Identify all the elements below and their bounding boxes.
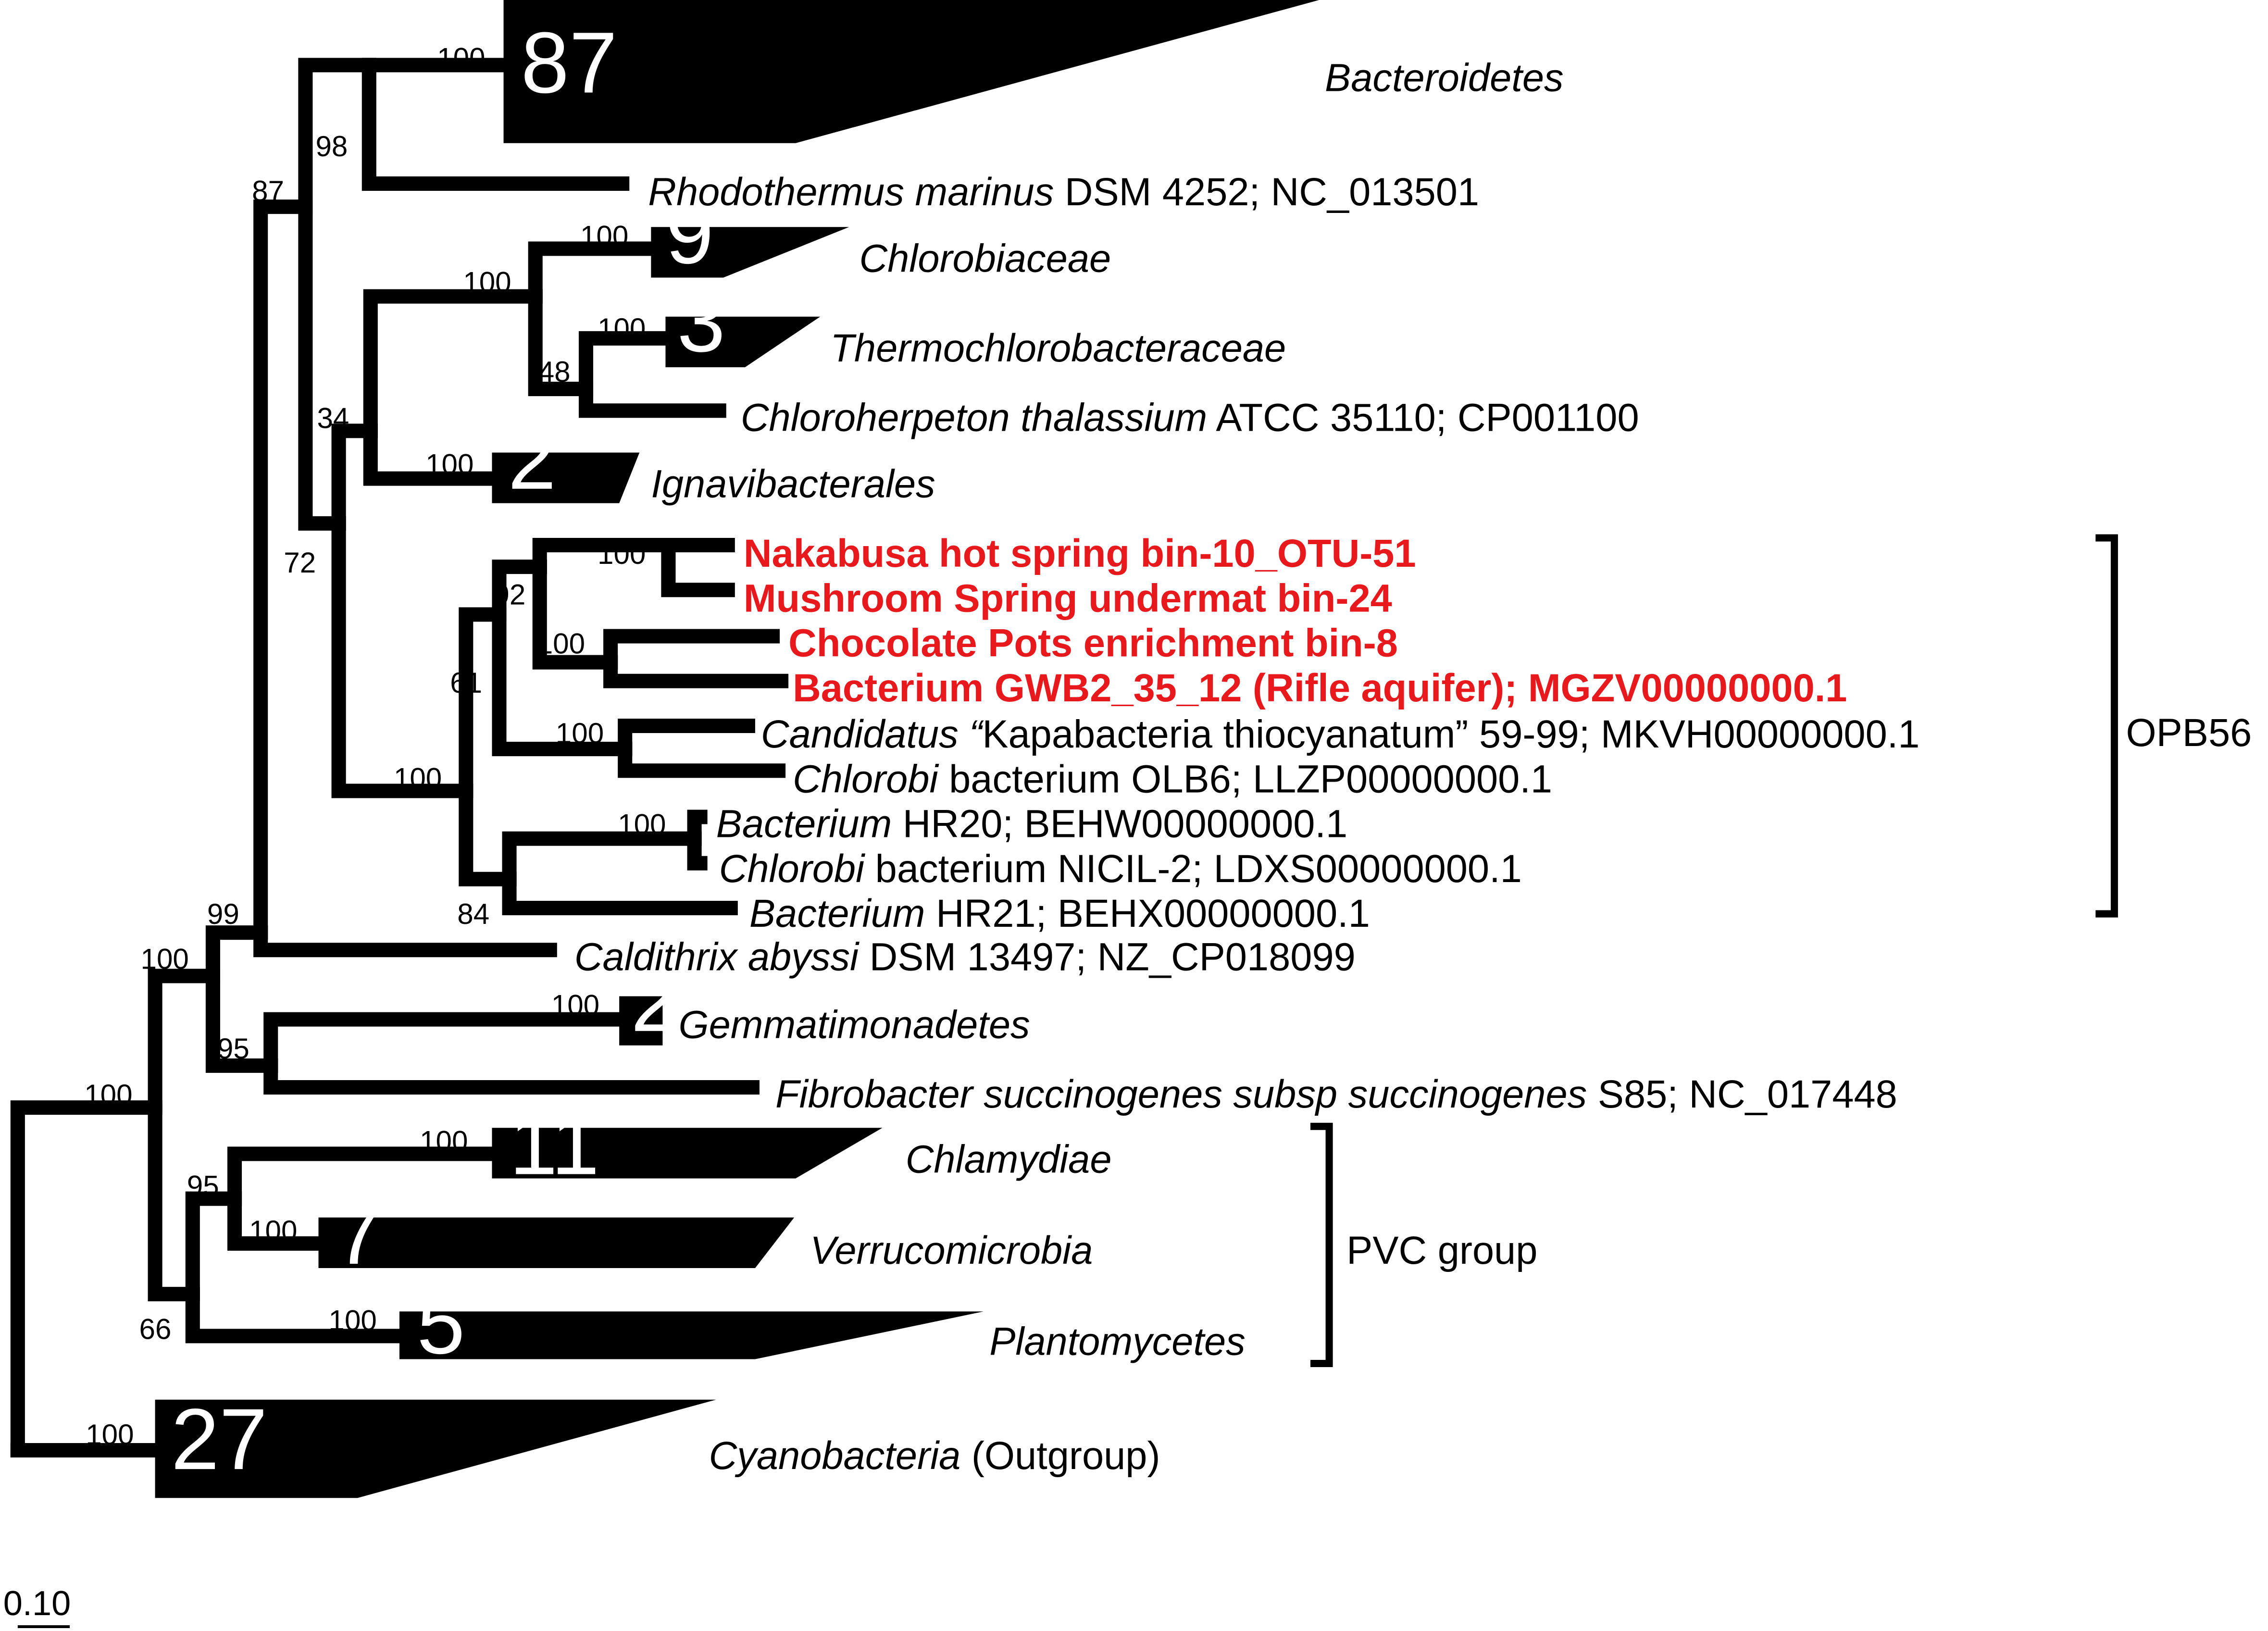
bootstrap-99: 99 <box>207 898 239 930</box>
clade-name-bacteroidetes: Bacteroidetes <box>1325 56 1564 100</box>
leaf-kapabacteria: Candidatus “Kapabacteria thiocyanatum” 5… <box>761 712 1920 756</box>
clade-name-cyanobacteria: Cyanobacteria (Outgroup) <box>709 1434 1160 1478</box>
bootstrap-87: 87 <box>252 175 284 207</box>
clade-name-chlorobiaceae: Chlorobiaceae <box>859 237 1111 281</box>
leaf-fibrobacter: Fibrobacter succinogenes subsp succinoge… <box>775 1072 1897 1116</box>
bootstrap-100-chl-thermo: 100 <box>463 266 511 299</box>
bootstrap-34: 34 <box>317 402 349 434</box>
clade-triangle-gemmatimonadetes <box>619 996 663 1046</box>
clade-triangle-cyanobacteria <box>155 1399 716 1498</box>
bootstrap-95-chl-ver: 95 <box>187 1170 219 1202</box>
clade-names: Bacteroidetes Chlorobiaceae Thermochloro… <box>651 56 1563 1478</box>
tree-branches <box>10 58 789 1458</box>
clade-name-verrucomicrobia: Verrucomicrobia <box>810 1229 1093 1272</box>
clade-count-plantomycetes: 5 <box>417 1275 465 1372</box>
bootstrap-95-gem-fib: 95 <box>217 1033 249 1065</box>
clade-name-plantomycetes: Plantomycetes <box>989 1320 1246 1363</box>
bootstrap-values: 100 98 87 100 100 100 48 34 100 72 100 9… <box>84 42 666 1451</box>
leaf-olb6: Chlorobi bacterium OLB6; LLZP00000000.1 <box>793 757 1552 801</box>
bootstrap-bacteroidetes: 100 <box>437 42 485 74</box>
bootstrap-100-naka-mush: 100 <box>598 538 646 570</box>
clade-triangle-bacteroidetes <box>503 0 1320 143</box>
bootstrap-100-hr20-nicil: 100 <box>618 809 666 841</box>
bootstrap-48: 48 <box>538 356 571 388</box>
bootstrap-plantomycetes: 100 <box>329 1304 377 1336</box>
leaf-chocolate: Chocolate Pots enrichment bin-8 <box>788 622 1398 665</box>
leaf-caldithrix: Caldithrix abyssi DSM 13497; NZ_CP018099 <box>574 935 1356 979</box>
bootstrap-66: 66 <box>139 1313 172 1345</box>
bootstrap-100-choc-gwb2: 100 <box>537 628 585 660</box>
bootstrap-cyanobacteria: 100 <box>86 1419 134 1451</box>
bootstrap-gemmatimonadetes: 100 <box>551 989 599 1021</box>
bootstrap-72: 72 <box>284 547 316 579</box>
clade-count-bacteroidetes: 87 <box>521 15 618 112</box>
scale-bar-label: 0.10 <box>3 1584 71 1623</box>
clade-triangle-verrucomicrobia <box>318 1217 795 1268</box>
clade-triangle-thermochlorobacteraceae <box>665 316 821 368</box>
clade-name-chlamydiae: Chlamydiae <box>906 1137 1112 1181</box>
clade-count-verrucomicrobia: 7 <box>335 1186 383 1282</box>
bootstrap-thermochlorobacteraceae: 100 <box>598 312 646 345</box>
bootstrap-100-kapa-olb6: 100 <box>556 717 604 749</box>
collapsed-clades <box>155 0 1320 1498</box>
leaf-chloroherpeton: Chloroherpeton thalassium ATCC 35110; CP… <box>741 396 1639 439</box>
bootstrap-61: 61 <box>450 667 482 699</box>
leaf-nicil: Chlorobi bacterium NICIL-2; LDXS00000000… <box>719 847 1522 891</box>
clade-count-chlorobiaceae: 9 <box>665 185 713 282</box>
clade-triangle-chlamydiae <box>492 1128 883 1179</box>
bootstrap-100-root: 100 <box>84 1079 132 1111</box>
bootstrap-98: 98 <box>315 130 348 162</box>
group-label-opb56: OPB56 <box>2126 711 2252 755</box>
bootstrap-100-opb56: 100 <box>394 762 442 794</box>
clade-name-ignavibacterales: Ignavibacterales <box>651 462 935 506</box>
clade-triangle-chlorobiaceae <box>651 227 849 278</box>
bootstrap-ignavibacterales: 100 <box>425 448 474 481</box>
bootstrap-92: 92 <box>493 578 525 610</box>
clade-count-ignavibacterales: 2 <box>508 411 556 508</box>
scale-bar: 0.10 <box>3 1584 71 1628</box>
bootstrap-84: 84 <box>457 898 489 930</box>
group-brackets: OPB56 PVC group <box>1310 534 2252 1368</box>
clade-count-thermochlorobacteraceae: 3 <box>677 274 725 370</box>
bracket-pvc <box>1310 1122 1333 1368</box>
clade-counts: 87 9 3 2 2 11 7 5 27 <box>171 15 725 1488</box>
clade-triangle-plantomycetes <box>399 1311 984 1359</box>
leaf-mushroom: Mushroom Spring undermat bin-24 <box>744 576 1392 620</box>
bootstrap-100-upper: 100 <box>141 943 189 975</box>
bootstrap-chlorobiaceae: 100 <box>580 220 628 252</box>
leaf-labels: Rhodothermus marinus DSM 4252; NC_013501… <box>574 170 1920 1116</box>
leaf-nakabusa: Nakabusa hot spring bin-10_OTU-51 <box>744 532 1416 575</box>
bootstrap-verrucomicrobia: 100 <box>249 1215 297 1247</box>
clade-name-thermochlorobacteraceae: Thermochlorobacteraceae <box>830 326 1286 370</box>
clade-triangle-ignavibacterales <box>492 452 640 503</box>
clade-name-gemmatimonadetes: Gemmatimonadetes <box>678 1003 1030 1047</box>
clade-count-chlamydiae: 11 <box>510 1096 599 1193</box>
bootstrap-chlamydiae: 100 <box>420 1125 468 1157</box>
group-label-pvc: PVC group <box>1346 1229 1537 1272</box>
clade-count-gemmatimonadetes: 2 <box>631 953 679 1050</box>
clade-count-cyanobacteria: 27 <box>171 1391 268 1488</box>
leaf-rhodothermus: Rhodothermus marinus DSM 4252; NC_013501 <box>648 170 1479 214</box>
leaf-hr21: Bacterium HR21; BEHX00000000.1 <box>749 892 1370 935</box>
leaf-hr20: Bacterium HR20; BEHW00000000.1 <box>716 802 1347 846</box>
leaf-gwb2: Bacterium GWB2_35_12 (Rifle aquifer); MG… <box>793 666 1847 710</box>
bracket-opb56 <box>2095 534 2118 918</box>
